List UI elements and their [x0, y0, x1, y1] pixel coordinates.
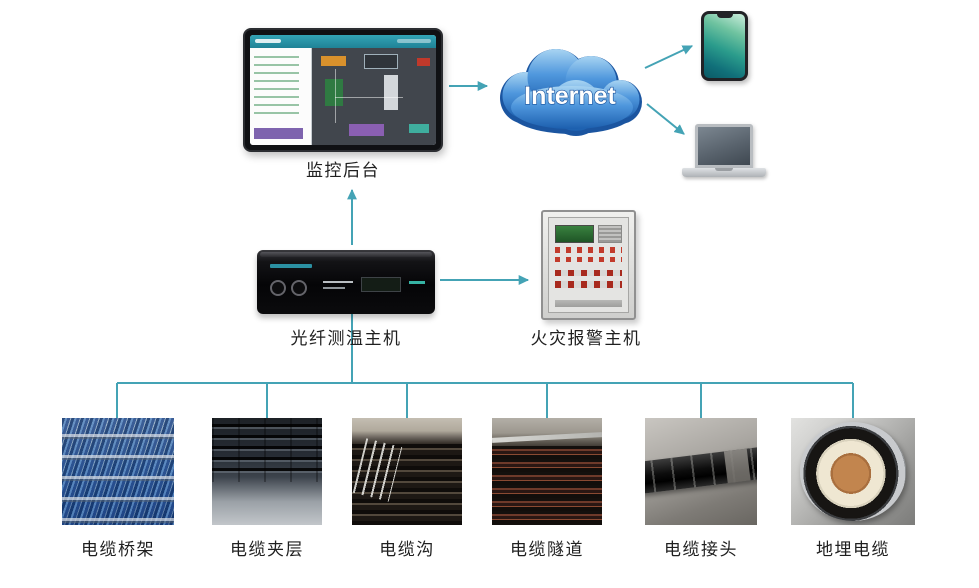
screen-block	[408, 123, 429, 134]
arrow-internet-to-phone	[644, 45, 693, 69]
source-label-buried-cable: 地埋电缆	[816, 540, 890, 559]
photo-cable-tunnel	[492, 418, 602, 525]
source-label-cable-tray: 电缆桥架	[81, 540, 155, 559]
photo-cable-joint	[645, 418, 757, 525]
alarm-button-row	[554, 280, 623, 288]
screen-body	[250, 48, 436, 145]
photo-cable-trench	[352, 418, 462, 525]
fire-alarm-device	[541, 210, 636, 320]
fiber-host-device	[257, 250, 435, 314]
smartphone-device	[701, 11, 748, 81]
alarm-footer	[554, 299, 623, 308]
host-panel-text-mark	[323, 281, 353, 283]
screen-block	[384, 75, 398, 111]
source-label-cable-joint: 电缆接头	[664, 540, 738, 559]
monitor-device	[243, 28, 443, 152]
fire-alarm-label: 火灾报警主机	[530, 329, 642, 348]
cable-cross-section-shape	[799, 422, 907, 521]
screen-block	[349, 123, 385, 137]
source-label-cable-tunnel: 电缆隧道	[510, 540, 584, 559]
fiber-port-icon	[270, 280, 286, 296]
host-panel-text-mark	[323, 287, 345, 289]
alarm-keypad	[598, 224, 623, 243]
monitor-screen	[250, 35, 436, 145]
monitor-label: 监控后台	[306, 161, 380, 180]
internet-cloud: Internet	[500, 49, 642, 136]
cloud-body-shape	[502, 49, 640, 131]
laptop-display	[698, 127, 750, 165]
screen-block	[321, 55, 346, 67]
internet-label: Internet	[524, 82, 616, 110]
source-label-cable-trench: 电缆沟	[379, 540, 435, 559]
laptop-screen	[695, 124, 753, 168]
photo-cable-tray	[62, 418, 174, 525]
screen-main-schematic	[312, 48, 436, 145]
alarm-led-row	[554, 247, 623, 253]
fiber-host-label: 光纤测温主机	[290, 329, 402, 348]
source-label-cable-mezzanine: 电缆夹层	[230, 540, 304, 559]
host-display	[361, 277, 401, 292]
screen-header-bar	[250, 35, 436, 48]
screen-wire	[334, 96, 403, 98]
arrow-internet-to-laptop	[646, 103, 685, 135]
laptop-base	[682, 168, 766, 177]
screen-sidebar-tree	[250, 48, 313, 145]
photo-cable-mezzanine	[212, 418, 322, 525]
alarm-led-row	[554, 256, 623, 263]
alarm-front-panel	[548, 217, 629, 313]
fiber-port-icon	[291, 280, 307, 296]
screen-block	[364, 53, 399, 70]
phone-notch	[716, 14, 733, 18]
cable-joint-shape	[645, 445, 757, 495]
host-brand-mark	[270, 264, 312, 268]
photo-buried-cable	[791, 418, 915, 525]
host-status-led	[409, 281, 425, 284]
screen-block	[324, 79, 344, 107]
alarm-button-row	[554, 269, 623, 277]
phone-screen	[704, 14, 745, 78]
alarm-lcd-screen	[554, 224, 595, 243]
laptop-device	[682, 124, 766, 180]
screen-block	[417, 57, 430, 67]
screen-wire	[334, 69, 336, 123]
